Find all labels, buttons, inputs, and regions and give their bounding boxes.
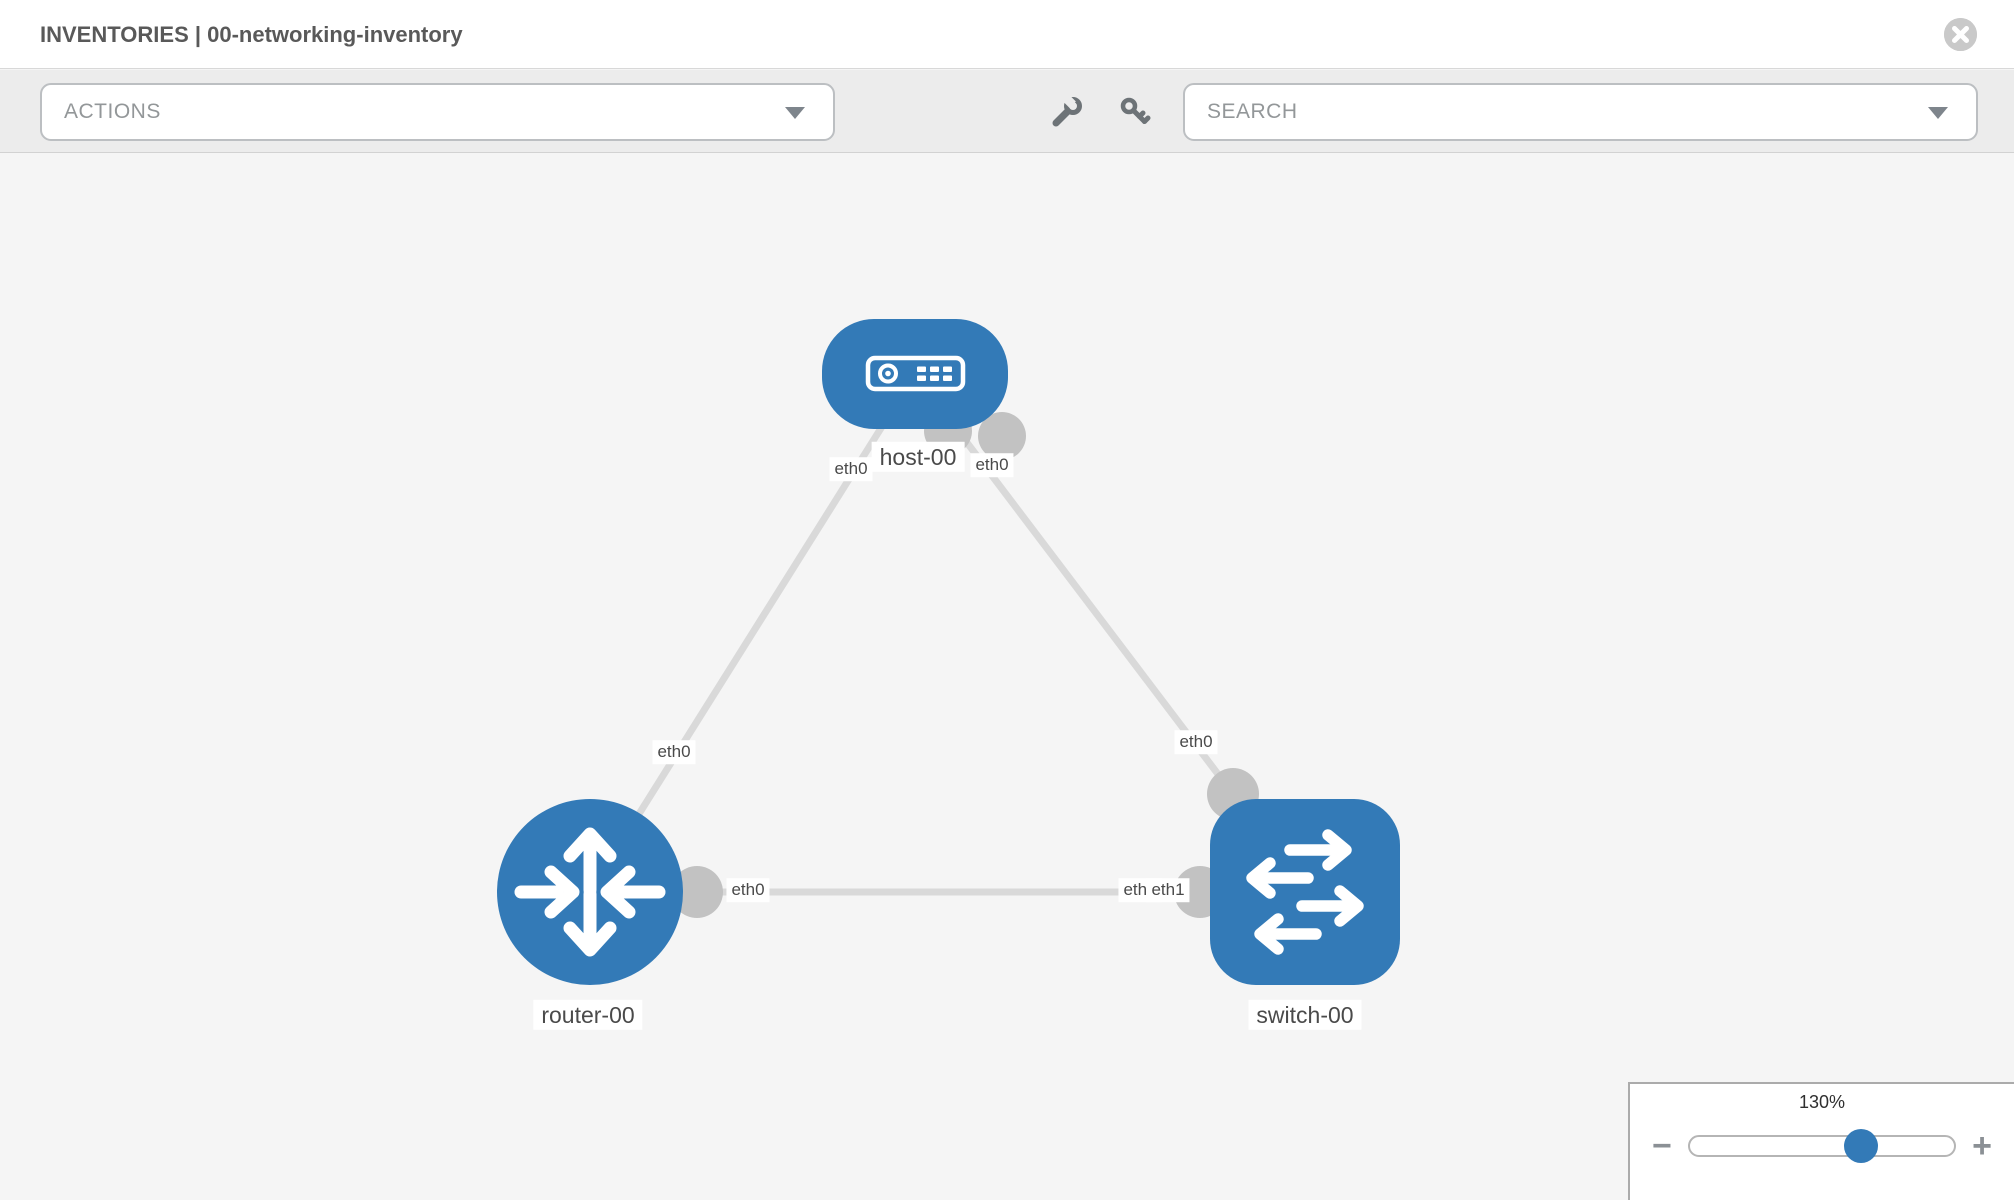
close-button[interactable] bbox=[1944, 18, 1977, 51]
router-icon bbox=[514, 827, 666, 957]
connector-host-b[interactable] bbox=[978, 412, 1026, 460]
search-dropdown[interactable]: SEARCH bbox=[1183, 83, 1978, 141]
connector-router-right[interactable] bbox=[671, 866, 723, 918]
chevron-down-icon bbox=[1928, 107, 1948, 119]
zoom-slider-thumb[interactable] bbox=[1843, 1129, 1878, 1163]
zoom-in-button[interactable]: + bbox=[1972, 1127, 1992, 1165]
connectors-layer bbox=[671, 407, 1259, 918]
zoom-panel: 130% − + bbox=[1628, 1082, 2014, 1200]
actions-dropdown-label: ACTIONS bbox=[64, 100, 161, 123]
search-dropdown-label: SEARCH bbox=[1207, 100, 1298, 123]
key-icon bbox=[1120, 97, 1151, 124]
host-icon bbox=[865, 355, 966, 392]
toolbar: ACTIONS SEARCH bbox=[0, 70, 2014, 153]
panel-header: INVENTORIES | 00-networking-inventory bbox=[0, 0, 2014, 69]
actions-dropdown[interactable]: ACTIONS bbox=[40, 83, 835, 141]
topology-canvas[interactable]: host-00 router-00 switch-00 eth0 eth0 et… bbox=[0, 154, 2014, 1200]
node-label-switch: switch-00 bbox=[1248, 999, 1362, 1031]
zoom-out-button[interactable]: − bbox=[1652, 1127, 1672, 1165]
node-label-host: host-00 bbox=[871, 441, 965, 473]
topology-svg[interactable] bbox=[0, 154, 2014, 1200]
iface-label-switch-left: eth1 bbox=[1146, 878, 1190, 902]
iface-label-router-right: eth0 bbox=[726, 878, 770, 902]
chevron-down-icon bbox=[785, 107, 805, 119]
configure-button[interactable] bbox=[1051, 95, 1083, 128]
credentials-button[interactable] bbox=[1119, 96, 1151, 128]
iface-label-router-top: eth0 bbox=[652, 740, 696, 764]
node-router-00[interactable] bbox=[497, 799, 683, 985]
iface-label-host-left: eth0 bbox=[829, 457, 873, 481]
page-title: INVENTORIES | 00-networking-inventory bbox=[40, 22, 463, 47]
zoom-slider-track[interactable] bbox=[1687, 1129, 1957, 1163]
iface-label-switch-top: eth0 bbox=[1174, 730, 1218, 754]
node-label-router: router-00 bbox=[533, 999, 643, 1031]
iface-label-host-right: eth0 bbox=[970, 453, 1014, 477]
node-switch-00[interactable] bbox=[1210, 799, 1400, 985]
close-icon bbox=[1944, 18, 1977, 51]
zoom-level-value: 130% bbox=[1798, 1092, 1846, 1112]
node-host-00[interactable] bbox=[822, 319, 1008, 429]
wrench-icon bbox=[1052, 95, 1082, 127]
switch-icon bbox=[1246, 829, 1364, 955]
